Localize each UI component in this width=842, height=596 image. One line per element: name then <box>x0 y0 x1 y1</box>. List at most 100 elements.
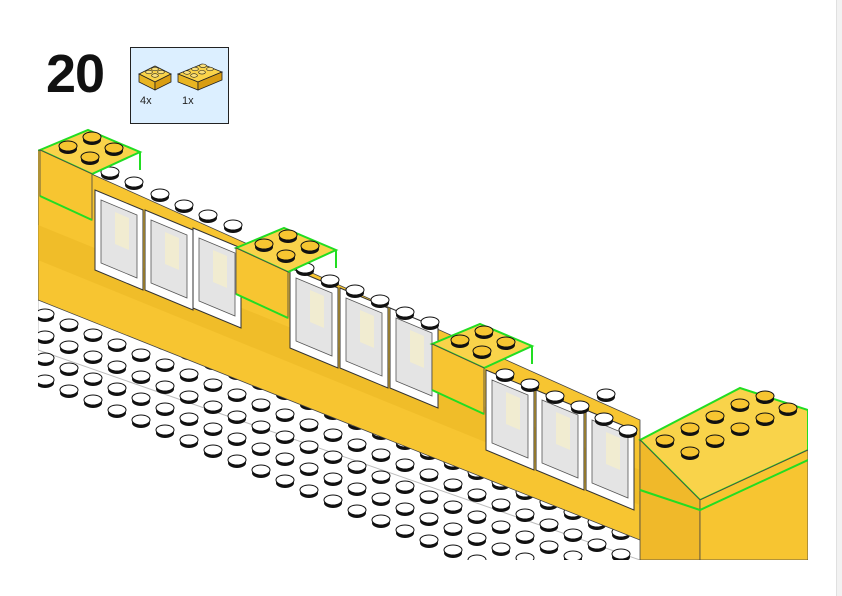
wall-stud <box>320 274 340 286</box>
brick-stud <box>254 238 274 250</box>
part-quantity: 1x <box>182 95 194 107</box>
baseplate-stud <box>371 492 391 504</box>
baseplate-stud <box>59 362 79 374</box>
baseplate-stud <box>203 400 223 412</box>
baseplate-stud <box>347 482 367 494</box>
corner-stud <box>755 390 775 402</box>
brick-stud <box>472 345 492 357</box>
wall-stud <box>198 209 218 221</box>
baseplate-stud <box>395 458 415 470</box>
baseplate-stud <box>467 532 487 544</box>
baseplate-stud <box>227 454 247 466</box>
baseplate-stud <box>131 348 151 360</box>
baseplate-stud <box>395 502 415 514</box>
wall-stud <box>545 390 565 402</box>
baseplate-stud <box>371 448 391 460</box>
baseplate-stud <box>107 382 127 394</box>
wall-stud <box>420 316 440 328</box>
baseplate-stud <box>299 418 319 430</box>
baseplate-stud <box>419 468 439 480</box>
brick-stud <box>496 336 516 348</box>
brick-stud <box>82 131 102 143</box>
baseplate-stud <box>323 472 343 484</box>
baseplate-stud <box>83 328 103 340</box>
baseplate-stud <box>203 444 223 456</box>
baseplate-stud <box>179 390 199 402</box>
corner-stud <box>778 402 798 414</box>
baseplate-stud <box>323 450 343 462</box>
corner-stud <box>705 410 725 422</box>
corner-stud <box>755 412 775 424</box>
step-number: 20 <box>46 44 105 104</box>
wall-stud <box>345 284 365 296</box>
baseplate-stud <box>59 384 79 396</box>
corner-stud <box>730 398 750 410</box>
corner-stud <box>680 422 700 434</box>
baseplate-stud <box>395 480 415 492</box>
baseplate-stud <box>227 410 247 422</box>
window-row <box>94 189 635 511</box>
brick-stud <box>104 142 124 154</box>
baseplate-stud <box>515 530 535 542</box>
wall-stud <box>618 424 638 436</box>
baseplate-stud <box>443 522 463 534</box>
baseplate-stud <box>59 318 79 330</box>
baseplate-stud <box>299 484 319 496</box>
brick-stud <box>58 140 78 152</box>
baseplate-stud <box>539 518 559 530</box>
baseplate-stud <box>251 398 271 410</box>
wall-stud <box>594 412 614 424</box>
wall-stud <box>596 388 616 400</box>
wall-stud <box>495 368 515 380</box>
baseplate-stud <box>83 372 103 384</box>
baseplate-stud <box>371 470 391 482</box>
baseplate-stud <box>467 554 487 560</box>
brick-stud <box>80 151 100 163</box>
wall-stud <box>370 294 390 306</box>
baseplate-stud <box>59 340 79 352</box>
baseplate-stud <box>323 428 343 440</box>
baseplate-stud <box>107 404 127 416</box>
baseplate-stud <box>491 520 511 532</box>
baseplate-stud <box>443 478 463 490</box>
baseplate-stud <box>275 452 295 464</box>
baseplate-stud <box>491 542 511 554</box>
baseplate-stud <box>563 528 583 540</box>
baseplate-stud <box>83 394 103 406</box>
baseplate-stud <box>131 414 151 426</box>
baseplate-stud <box>587 538 607 550</box>
corner-block-side <box>699 449 808 560</box>
baseplate-stud <box>38 330 55 342</box>
baseplate-stud <box>251 464 271 476</box>
baseplate-stud <box>38 308 55 320</box>
baseplate-stud <box>611 548 631 560</box>
brick-stud <box>276 249 296 261</box>
wall-stud <box>124 176 144 188</box>
wall-stud <box>570 400 590 412</box>
brick-stud <box>300 240 320 252</box>
baseplate-stud <box>443 544 463 556</box>
baseplate-stud <box>275 474 295 486</box>
baseplate-stud <box>275 430 295 442</box>
corner-stud <box>730 422 750 434</box>
brick-stud <box>278 229 298 241</box>
baseplate-stud <box>515 508 535 520</box>
wall-stud <box>223 219 243 231</box>
baseplate-stud <box>395 524 415 536</box>
baseplate-stud <box>563 550 583 560</box>
baseplate-stud <box>179 412 199 424</box>
baseplate-stud <box>227 432 247 444</box>
baseplate-stud <box>419 512 439 524</box>
baseplate-stud <box>107 338 127 350</box>
baseplate-stud <box>323 494 343 506</box>
baseplate-stud <box>467 488 487 500</box>
baseplate-stud <box>251 420 271 432</box>
baseplate-stud <box>203 378 223 390</box>
baseplate-stud <box>227 388 247 400</box>
page-edge <box>836 0 842 596</box>
yellow-brick-2x3-icon <box>176 63 224 91</box>
baseplate-stud <box>275 408 295 420</box>
baseplate-stud <box>155 402 175 414</box>
